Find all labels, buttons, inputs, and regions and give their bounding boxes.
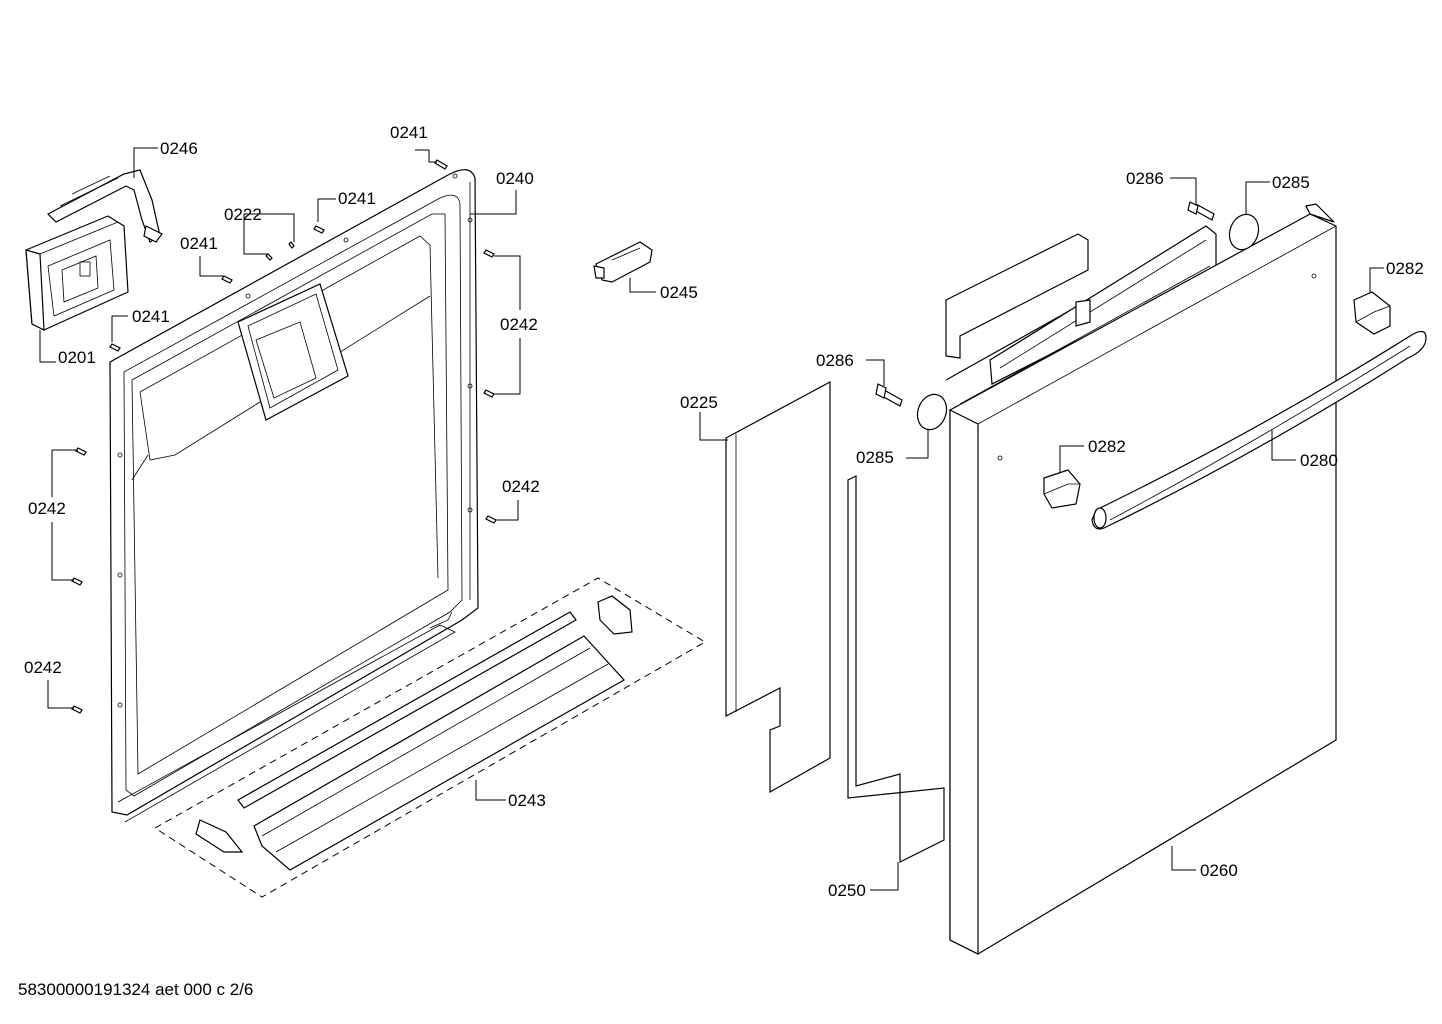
label-0222: 0222 — [224, 205, 262, 224]
label-0241-low: 0241 — [132, 307, 170, 326]
handle-end-caps — [1043, 291, 1391, 509]
label-0250: 0250 — [828, 881, 866, 900]
door-handle — [1091, 330, 1427, 530]
label-0242-l2: 0242 — [24, 658, 62, 677]
label-0260: 0260 — [1200, 861, 1238, 880]
upper-brackets — [945, 225, 1217, 385]
label-0225: 0225 — [680, 393, 718, 412]
label-0280: 0280 — [1300, 451, 1338, 470]
dispenser-module — [25, 215, 129, 331]
label-0246: 0246 — [160, 139, 198, 158]
door-latch — [593, 241, 653, 283]
label-0243: 0243 — [508, 791, 546, 810]
label-0285-b: 0285 — [856, 448, 894, 467]
label-0241-left: 0241 — [180, 234, 218, 253]
label-0282-a: 0282 — [1386, 259, 1424, 278]
bottom-seal-kit — [154, 577, 706, 898]
label-0286-b: 0286 — [816, 351, 854, 370]
insulation-panel-0250 — [847, 475, 945, 863]
label-0242-r1: 0242 — [500, 315, 538, 334]
label-0242-r2: 0242 — [502, 477, 540, 496]
insulation-panel-0225 — [725, 380, 831, 794]
outer-door-0260 — [949, 203, 1337, 955]
label-0241-top: 0241 — [390, 123, 428, 142]
label-0245: 0245 — [660, 283, 698, 302]
part-labels: 0246 0201 0222 0241 0241 0241 0241 0240 … — [24, 123, 1424, 900]
label-0286-a: 0286 — [1126, 169, 1164, 188]
label-0282-b: 0282 — [1088, 437, 1126, 456]
label-0201: 0201 — [58, 348, 96, 367]
label-0241-mid: 0241 — [338, 189, 376, 208]
label-0240: 0240 — [496, 169, 534, 188]
label-0242-l1: 0242 — [28, 499, 66, 518]
leader-lines — [39, 147, 1384, 891]
dispenser-bracket — [46, 169, 163, 243]
bolts — [875, 201, 1215, 407]
label-0285-a: 0285 — [1272, 173, 1310, 192]
drawing-reference-footer: 58300000191324 aet 000 c 2/6 — [18, 980, 254, 999]
inner-door-frame — [109, 169, 479, 823]
washers — [916, 213, 1260, 431]
